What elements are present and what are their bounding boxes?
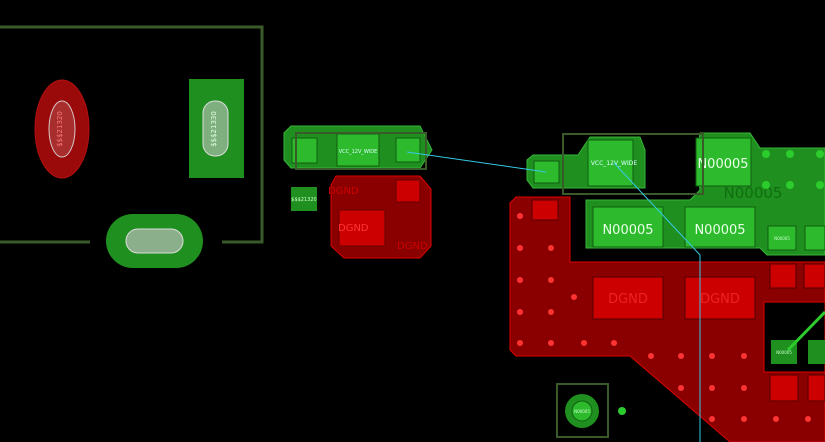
rect-pad-green[interactable]: $$$21330 [189, 79, 244, 178]
net-label: N00005 [724, 184, 783, 202]
net-label: N00005 [602, 223, 653, 238]
net-label: VCC_12V_WIDE [339, 149, 378, 155]
copper-vcc-island-right[interactable]: VCC_12V_WIDE [526, 136, 646, 189]
pad-ref-label: $$$21320 [291, 197, 316, 203]
net-label: DGND [328, 186, 359, 197]
net-label: DGND [700, 292, 740, 307]
net-label: DGND [397, 241, 428, 252]
pad-ref-label: $$$21330 [210, 111, 218, 147]
copper-dgnd-island-left[interactable]: DGND DGND DGND [328, 175, 432, 259]
oval-pad-green[interactable] [106, 214, 203, 268]
via-array [762, 150, 824, 189]
copper-vcc-island-left[interactable]: VCC_12V_WIDE [283, 125, 433, 169]
component-outline [0, 25, 264, 244]
pad-ref-label: N00005 [776, 350, 792, 355]
net-label: N00005 [694, 223, 745, 238]
copper-dgnd-area-right[interactable]: DGND DGND [509, 196, 825, 442]
oval-pad-red[interactable]: $$$21320 [34, 79, 90, 179]
keepout-island: N00005 [763, 301, 825, 373]
net-label: DGND [338, 223, 369, 234]
net-label: N00005 [697, 157, 748, 172]
component-silkscreen [295, 132, 704, 195]
pad-ref-label: N00005 [774, 236, 790, 241]
net-label: DGND [608, 292, 648, 307]
test-point-pad[interactable]: N00005 [556, 383, 626, 438]
copper-n00005-area[interactable]: N00005 N00005 N00005 N00005 N00005 [585, 132, 825, 256]
pad-ref-label: $$$21320 [56, 111, 64, 147]
pad-ref-label: N00005 [574, 409, 590, 414]
ratsnest-lines [406, 151, 701, 442]
small-pad-green[interactable]: $$$21320 [291, 187, 317, 211]
via-array [517, 213, 811, 422]
